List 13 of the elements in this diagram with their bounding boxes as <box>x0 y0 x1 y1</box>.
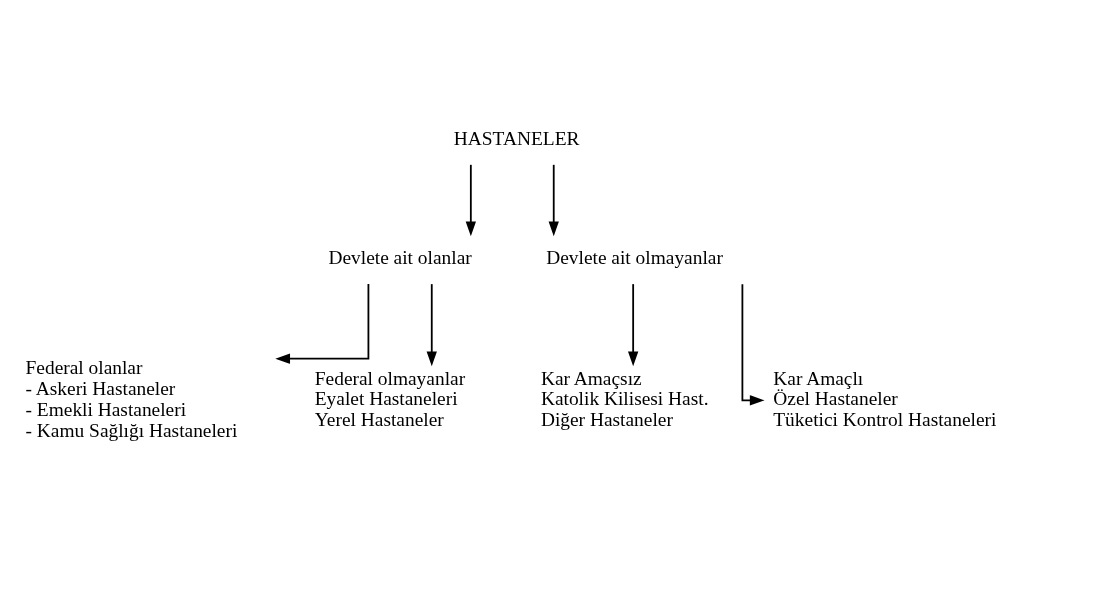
arrow <box>275 283 370 364</box>
arrow <box>426 283 437 367</box>
arrow <box>741 283 765 406</box>
node-text: Kar Amaçlı Özel Hastaneler Tüketici Kontrol Hastaneleri <box>773 367 997 431</box>
node-text: Federal olmayanlar Eyalet Hastaneleri Yerel Hastaneler <box>314 367 466 431</box>
node-text: Kar Amaçsız Katolik Kilisesi Hast. Diğer Hastaneler <box>540 367 709 431</box>
node-text: Devlete ait olmayanlar <box>546 246 723 268</box>
arrow <box>465 163 476 237</box>
arrow <box>628 283 639 367</box>
node-text: Federal olanlar - Askeri Hastaneler - Emekli Hastaneleri - Kamu Sağlığı Hastaneleri <box>25 357 238 441</box>
arrow <box>548 163 559 237</box>
node-text: Devlete ait olanlar <box>328 246 472 268</box>
node-text: HASTANELER <box>453 127 580 149</box>
